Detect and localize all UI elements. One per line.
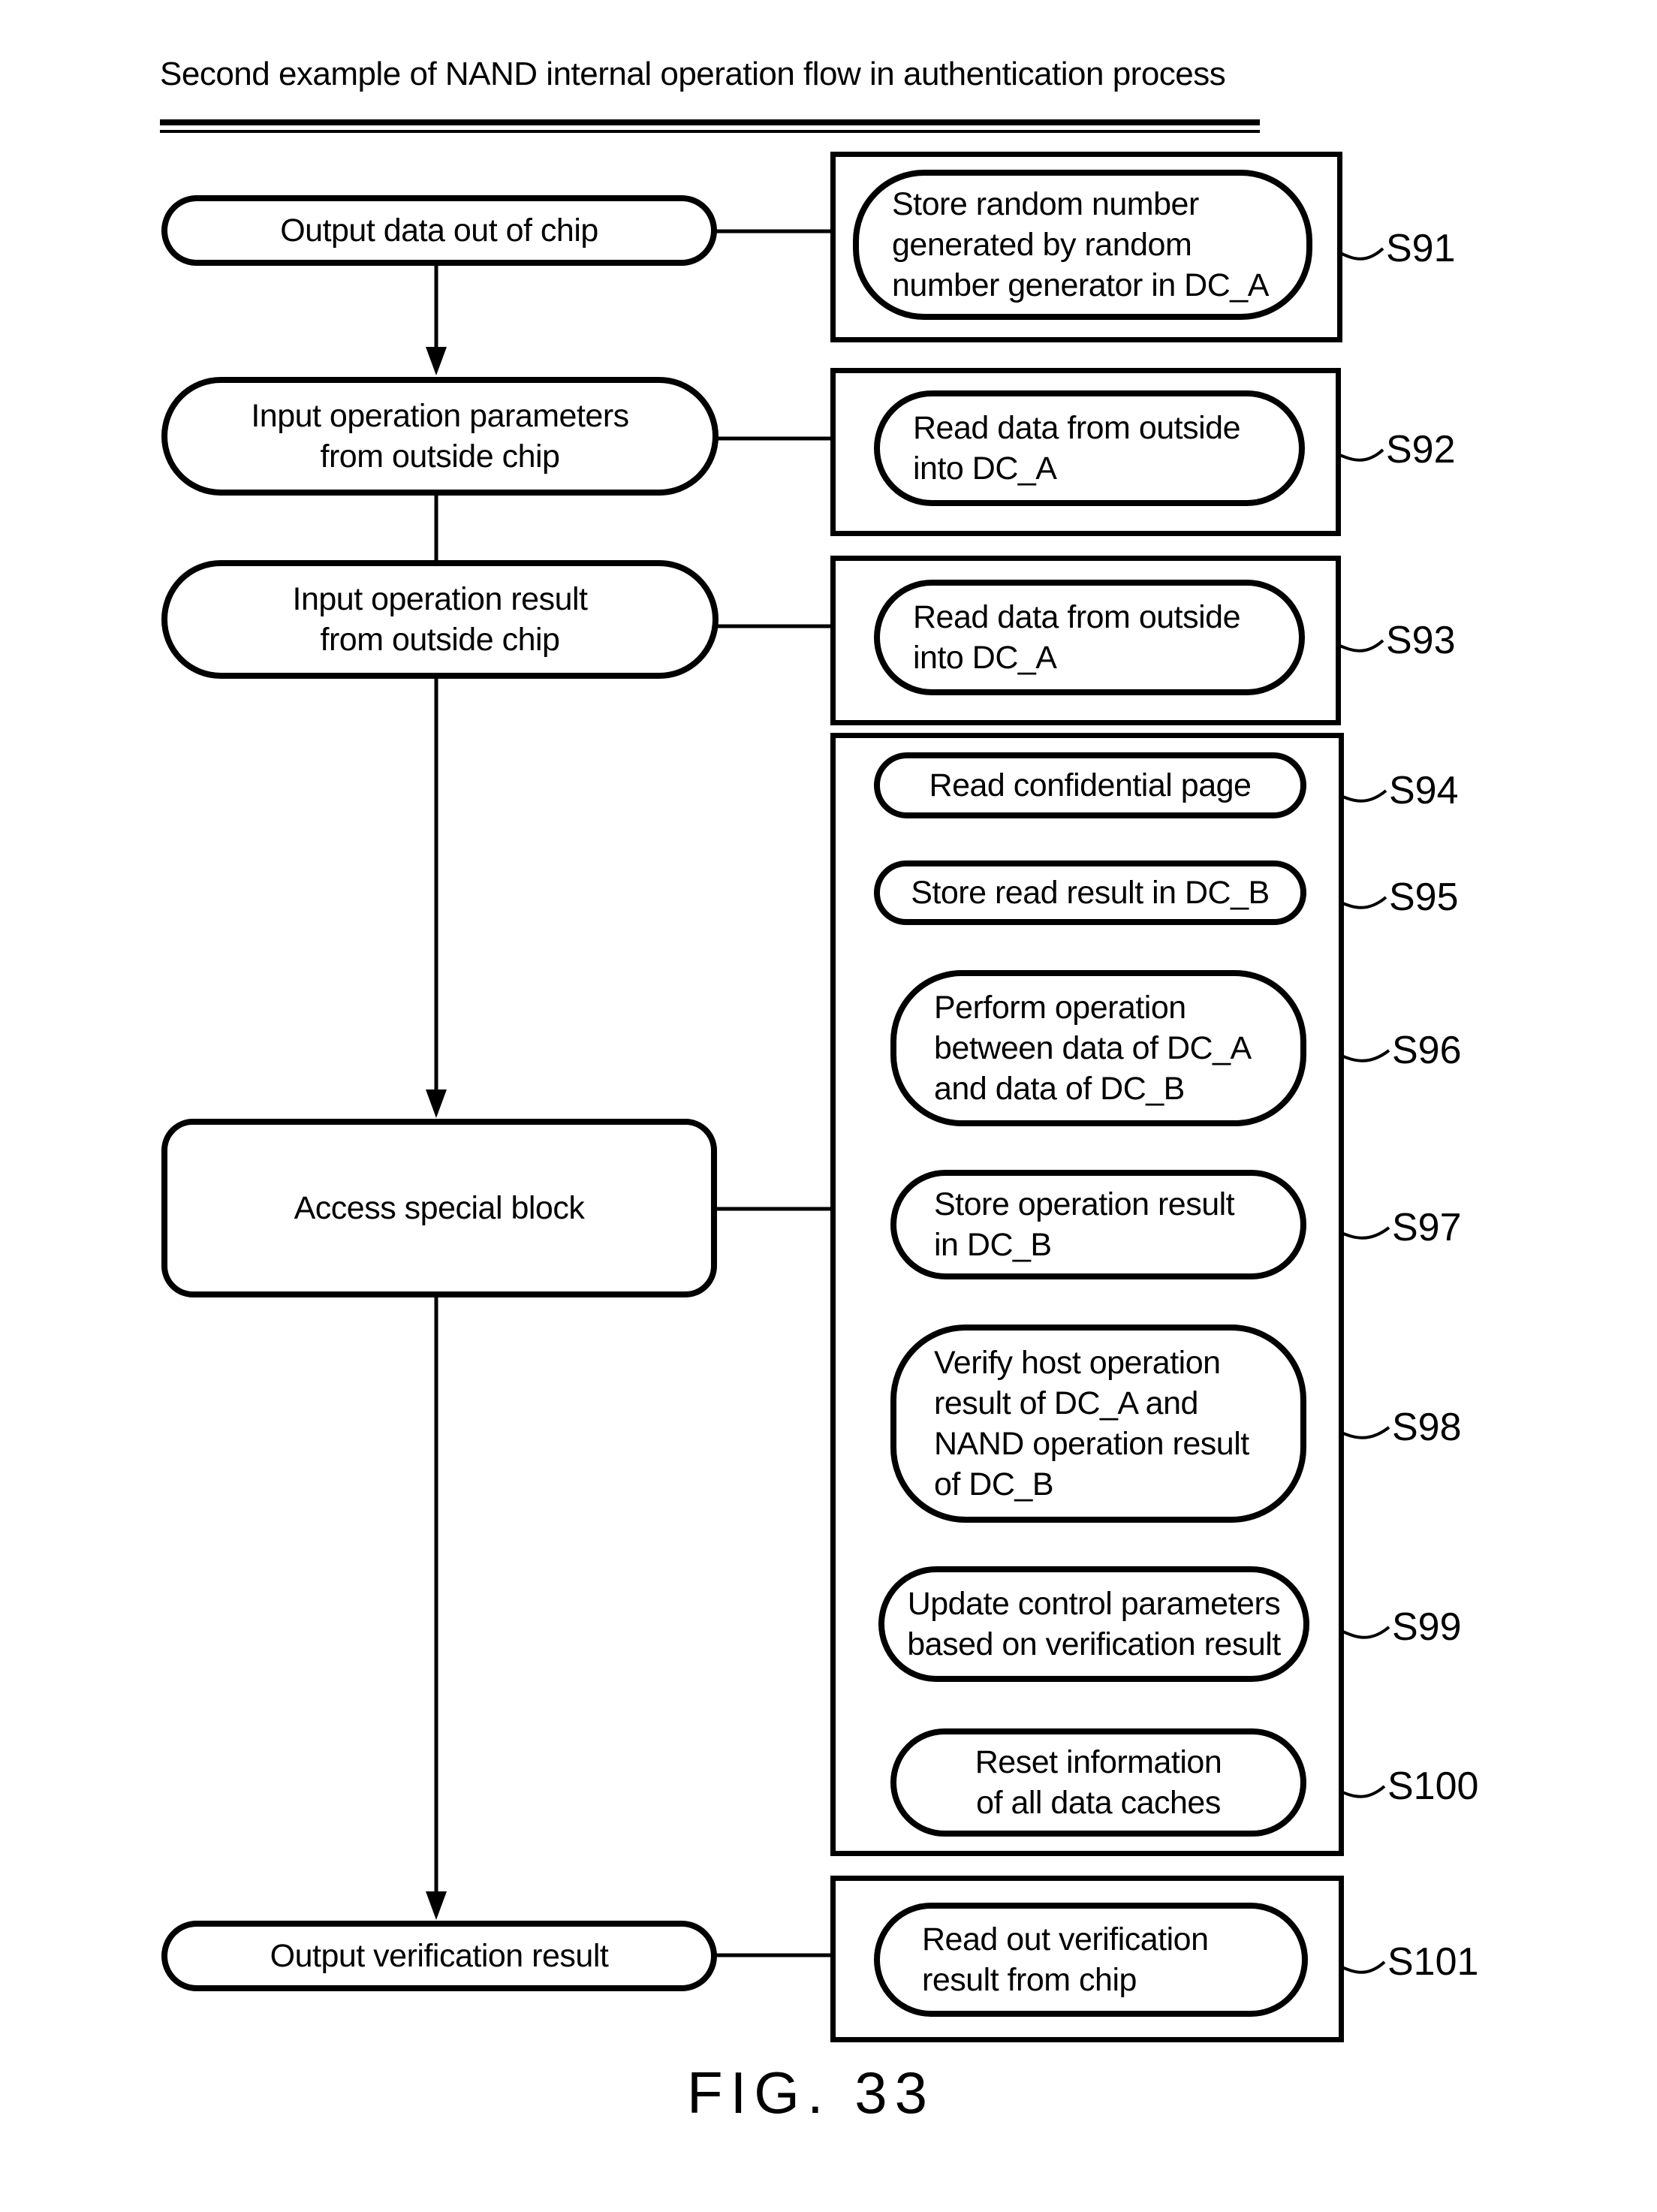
stadium-s95-label: Store read result in DC_B	[911, 874, 1270, 911]
stadium-s93-label: Read data from outside into DC_A	[913, 598, 1241, 676]
stadium-s100-label: Reset information of all data caches	[975, 1743, 1222, 1821]
stadium-s95: Store read result in DC_B	[874, 860, 1306, 925]
node-output-verification-label: Output verification result	[270, 1937, 609, 1974]
step-label-s93: S93	[1386, 619, 1456, 662]
stadium-s98-label: Verify host operation result of DC_A and…	[934, 1344, 1249, 1503]
stadium-s92: Read data from outside into DC_A	[874, 390, 1305, 506]
node-access-block-label: Access special block	[294, 1189, 585, 1226]
stadium-s97: Store operation result in DC_B	[890, 1170, 1306, 1279]
node-output-verification: Output verification result	[161, 1921, 717, 1991]
stadium-s98: Verify host operation result of DC_A and…	[890, 1324, 1306, 1523]
arrowhead-1	[426, 347, 447, 375]
node-output-data: Output data out of chip	[161, 195, 717, 266]
stadium-s101: Read out verification result from chip	[874, 1903, 1308, 2017]
step-label-s98: S98	[1392, 1406, 1462, 1449]
stadium-s91: Store random number generated by random …	[853, 170, 1312, 320]
step-label-s95: S95	[1389, 875, 1459, 919]
stadium-s96-label: Perform operation between data of DC_A a…	[934, 989, 1252, 1108]
stadium-s94: Read confidential page	[874, 752, 1306, 818]
node-input-result-label: Input operation result from outside chip	[292, 580, 589, 658]
stadium-s92-label: Read data from outside into DC_A	[913, 409, 1241, 487]
step-label-s101: S101	[1387, 1940, 1479, 1984]
stadium-s100: Reset information of all data caches	[890, 1728, 1306, 1837]
stadium-s99: Update control parameters based on verif…	[878, 1566, 1309, 1682]
arrowhead-3	[426, 1089, 447, 1118]
node-input-params: Input operation parameters from outside …	[161, 377, 719, 496]
stadium-s91-label: Store random number generated by random …	[892, 185, 1269, 304]
stadium-s101-label: Read out verification result from chip	[922, 1921, 1209, 1998]
stadium-s96: Perform operation between data of DC_A a…	[890, 970, 1306, 1126]
stadium-s94-label: Read confidential page	[929, 767, 1252, 803]
page-title: Second example of NAND internal operatio…	[160, 56, 1226, 92]
step-label-s91: S91	[1386, 227, 1456, 270]
node-input-params-label: Input operation parameters from outside …	[251, 397, 629, 475]
node-input-result: Input operation result from outside chip	[161, 560, 719, 679]
step-label-s94: S94	[1389, 769, 1459, 812]
figure-label: FIG. 33	[686, 2060, 935, 2126]
stadium-s99-label: Update control parameters based on verif…	[907, 1585, 1281, 1662]
step-label-s92: S92	[1386, 428, 1456, 472]
title-underline	[160, 119, 1260, 133]
step-label-s96: S96	[1392, 1029, 1462, 1072]
stadium-s97-label: Store operation result in DC_B	[934, 1186, 1235, 1263]
node-output-data-label: Output data out of chip	[280, 212, 598, 249]
step-label-s97: S97	[1392, 1206, 1462, 1249]
node-access-block: Access special block	[161, 1119, 717, 1297]
step-label-s99: S99	[1392, 1605, 1462, 1649]
stadium-s93: Read data from outside into DC_A	[874, 580, 1305, 695]
step-label-s100: S100	[1387, 1764, 1479, 1808]
arrowhead-4	[426, 1891, 447, 1920]
